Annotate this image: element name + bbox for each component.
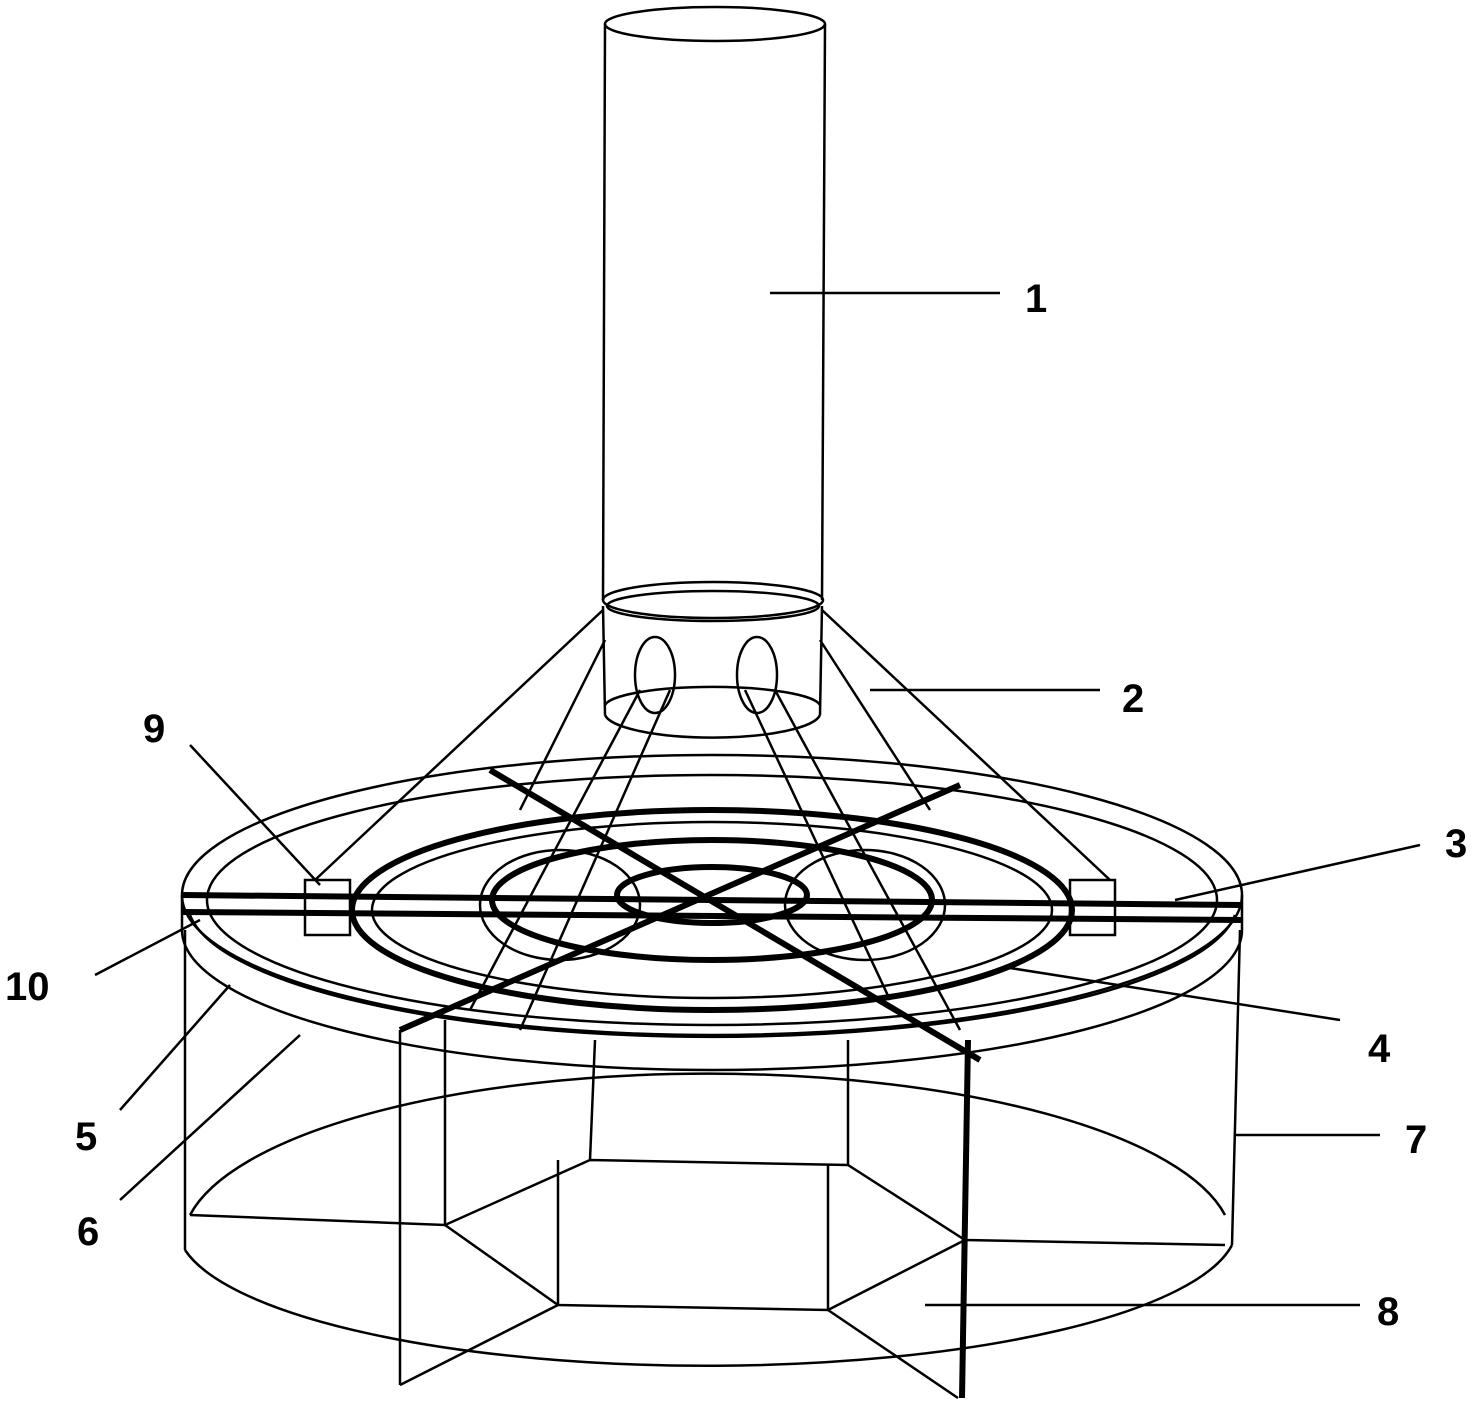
label-8: 8 [1377, 1290, 1399, 1334]
label-3: 3 [1445, 822, 1467, 866]
leader-6 [119, 1034, 301, 1201]
label-1: 1 [1025, 277, 1047, 321]
label-7: 7 [1405, 1118, 1427, 1162]
braces [314, 609, 1111, 1031]
collar [601, 580, 825, 739]
leader-9 [189, 744, 321, 886]
label-5: 5 [75, 1115, 97, 1159]
leader-3 [1174, 843, 1421, 902]
leader-10 [94, 918, 201, 977]
disk [180, 753, 1244, 1072]
leader-lines [94, 291, 1421, 1307]
label-6: 6 [77, 1210, 99, 1254]
leader-4 [1009, 966, 1341, 1022]
label-10: 10 [5, 965, 50, 1009]
leader-5 [119, 984, 231, 1111]
label-2: 2 [1122, 677, 1144, 721]
label-4: 4 [1368, 1027, 1391, 1071]
column [601, 5, 827, 601]
lower-base [183, 929, 1242, 1400]
label-9: 9 [143, 707, 165, 751]
